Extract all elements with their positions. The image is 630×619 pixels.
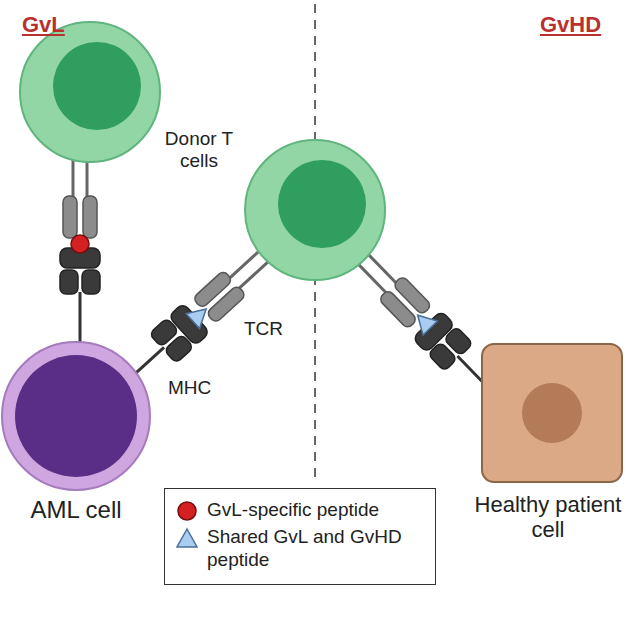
tcr-mhc-pair — [350, 246, 501, 400]
tcr-mhc-pair — [60, 158, 100, 348]
t-cell — [245, 140, 385, 280]
cell-name: Healthy patient cell — [470, 492, 626, 543]
aml-cell: AML cell — [0, 340, 152, 526]
legend-entry: Shared GvL and GvHD peptide — [175, 526, 425, 572]
cell-label: Donor T cells — [158, 128, 240, 172]
cell-outline — [0, 340, 152, 492]
legend-sample — [175, 500, 199, 522]
molecule-label: TCR — [244, 318, 300, 340]
legend-sample — [175, 527, 199, 549]
section-heading: GvL — [22, 12, 92, 37]
legend-box: GvL-specific peptideShared GvL and GvHD … — [164, 488, 436, 585]
molecule-label: MHC — [168, 377, 230, 399]
legend-text: Shared GvL and GvHD peptide — [207, 526, 425, 572]
legend-entry: GvL-specific peptide — [175, 499, 425, 522]
cell-name: AML cell — [0, 496, 152, 524]
section-heading: GvHD — [540, 12, 624, 37]
legend-text: GvL-specific peptide — [207, 499, 379, 522]
healthy-cell: Healthy patient cell — [470, 340, 626, 545]
tcr-mhc-pair — [122, 242, 276, 388]
cell-outline — [470, 340, 626, 488]
t-cell — [20, 22, 160, 162]
